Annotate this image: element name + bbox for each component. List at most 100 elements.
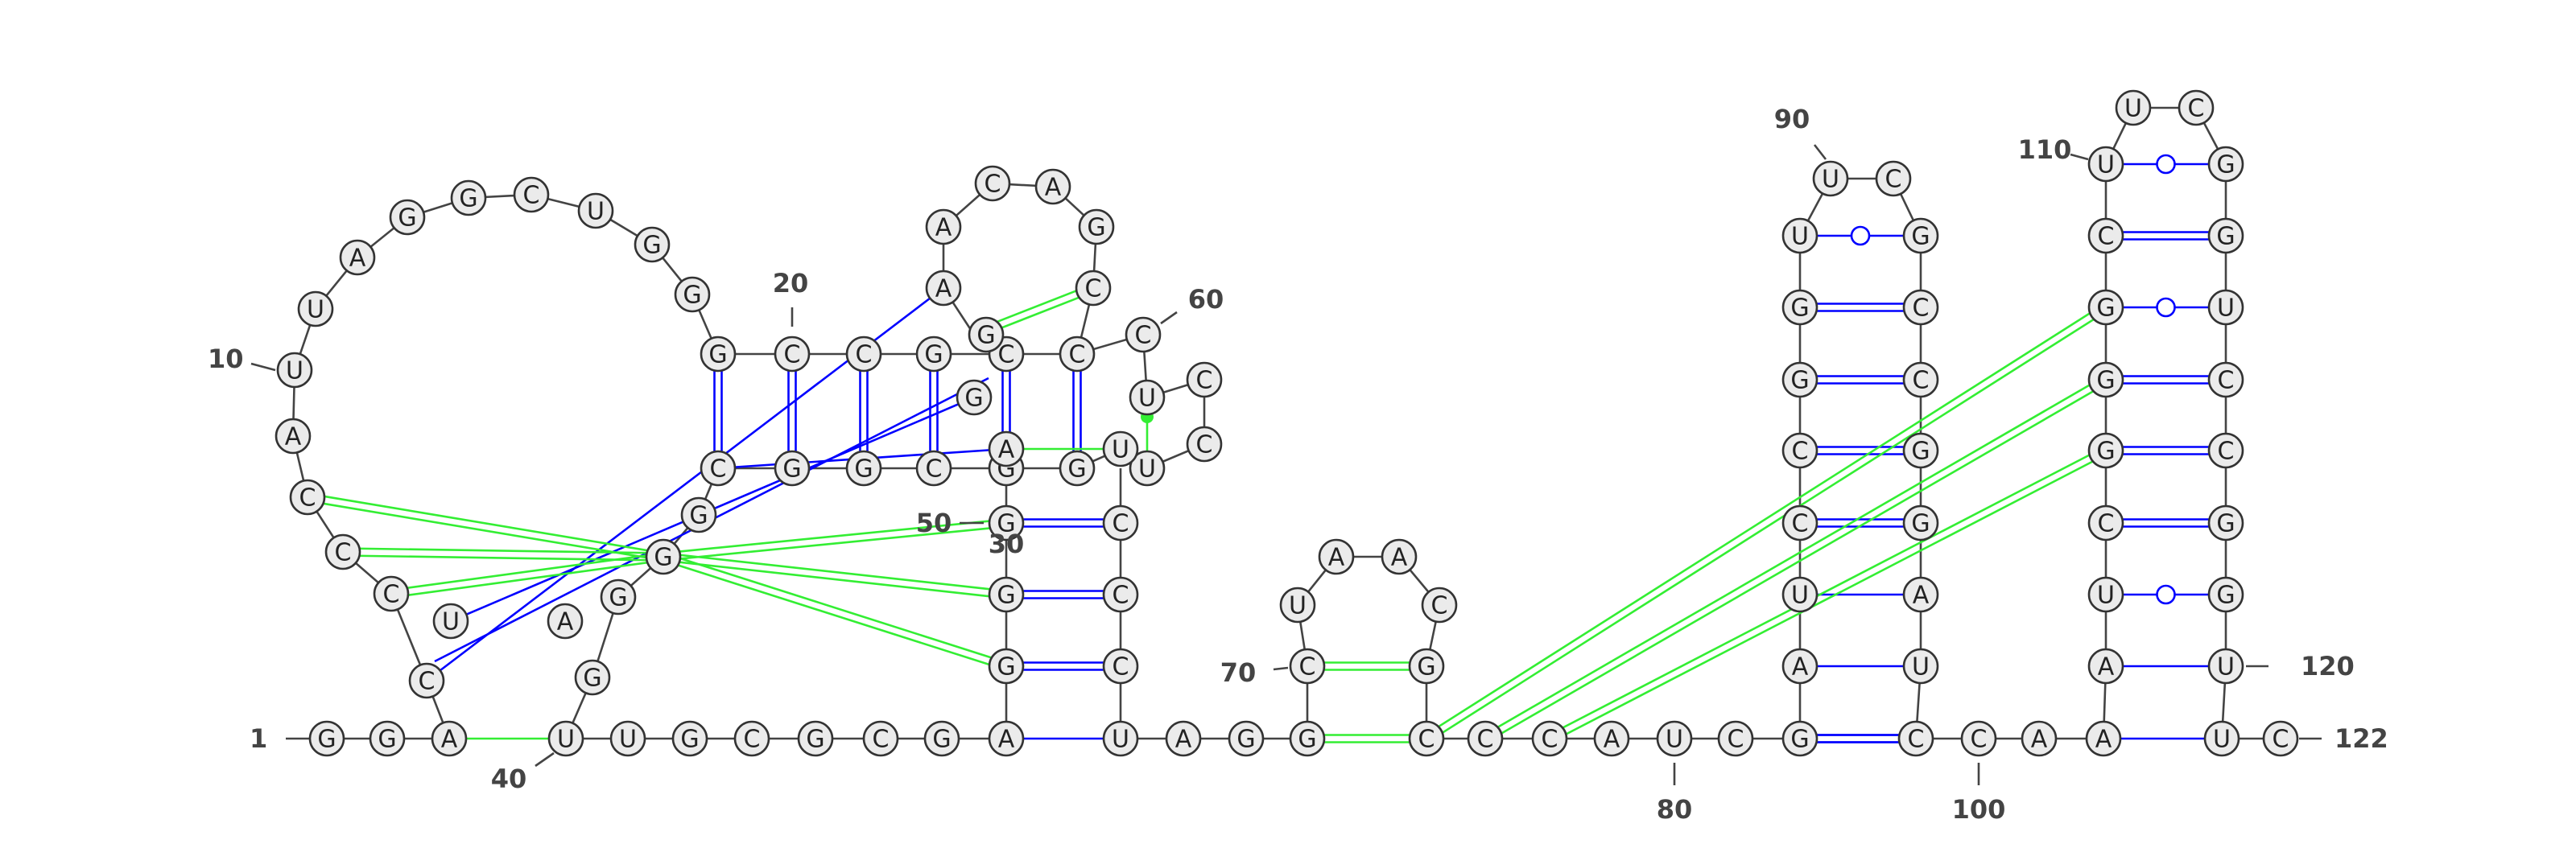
svg-text:G: G bbox=[609, 584, 627, 612]
nucleotide: C bbox=[700, 450, 737, 487]
wobble-pair-marker bbox=[2156, 584, 2176, 605]
nucleotide: G bbox=[1781, 720, 1818, 757]
nucleotide: G bbox=[450, 179, 487, 216]
numbering-tick bbox=[1160, 311, 1178, 325]
svg-text:C: C bbox=[1477, 726, 1494, 754]
svg-text:G: G bbox=[378, 726, 396, 754]
svg-text:A: A bbox=[998, 726, 1015, 754]
svg-text:U: U bbox=[1791, 223, 1809, 251]
svg-text:G: G bbox=[1790, 294, 1809, 323]
nucleotide: U bbox=[276, 352, 313, 389]
nucleotide: C bbox=[974, 165, 1011, 202]
svg-text:C: C bbox=[2218, 438, 2235, 466]
nucleotide: C bbox=[1186, 361, 1223, 398]
nucleotide: A bbox=[431, 720, 468, 757]
backbone-segment bbox=[942, 182, 1098, 356]
nucleotide: U bbox=[1902, 648, 1939, 685]
svg-text:U: U bbox=[2097, 582, 2115, 610]
svg-text:C: C bbox=[2188, 95, 2205, 123]
nucleotide: U bbox=[1129, 450, 1166, 487]
position-label-120: 120 bbox=[2301, 651, 2355, 681]
nucleotide: C bbox=[774, 336, 811, 373]
pseudoknot-base-pair bbox=[390, 552, 663, 591]
svg-text:G: G bbox=[976, 322, 995, 350]
pseudoknot-base-pair bbox=[1423, 303, 2105, 737]
svg-text:C: C bbox=[744, 726, 761, 754]
nucleotide: U bbox=[2115, 89, 2152, 126]
position-label-30: 30 bbox=[989, 529, 1025, 559]
svg-text:U: U bbox=[587, 198, 605, 226]
svg-text:C: C bbox=[1913, 367, 1930, 395]
nucleotide: C bbox=[2207, 432, 2244, 469]
nucleotide: C bbox=[733, 720, 770, 757]
svg-text:G: G bbox=[2216, 582, 2235, 610]
nucleotide: U bbox=[2087, 146, 2124, 183]
svg-text:G: G bbox=[932, 726, 951, 754]
svg-text:C: C bbox=[1085, 275, 1102, 303]
nucleotide: G bbox=[1902, 217, 1939, 254]
nucleotide: C bbox=[1059, 336, 1096, 373]
svg-text:A: A bbox=[557, 608, 574, 636]
svg-text:U: U bbox=[1138, 385, 1156, 413]
nucleotide: G bbox=[308, 720, 345, 757]
position-label-80: 80 bbox=[1657, 794, 1693, 825]
svg-text:C: C bbox=[710, 455, 727, 484]
nucleotide: C bbox=[1102, 648, 1139, 685]
nucleotide: G bbox=[1289, 720, 1326, 757]
svg-text:A: A bbox=[441, 726, 458, 754]
svg-text:U: U bbox=[2124, 95, 2142, 123]
nucleotide: G bbox=[645, 538, 682, 575]
svg-text:U: U bbox=[1791, 582, 1809, 610]
wobble-pair-marker bbox=[1850, 225, 1871, 246]
nucleotide: A bbox=[925, 270, 962, 307]
nucleotide: A bbox=[988, 430, 1025, 467]
svg-text:U: U bbox=[557, 726, 575, 754]
pseudoknot-base-pair bbox=[1547, 446, 2105, 737]
nucleotide: C bbox=[915, 450, 952, 487]
nucleotide: C bbox=[373, 575, 410, 612]
svg-text:U: U bbox=[1112, 436, 1129, 464]
nucleotide: U bbox=[1279, 587, 1316, 624]
svg-text:C: C bbox=[1542, 726, 1558, 754]
nucleotide: C bbox=[1186, 426, 1223, 463]
pseudoknot-base-pair bbox=[1550, 452, 2108, 743]
nucleotide: G bbox=[369, 720, 406, 757]
svg-text:C: C bbox=[1908, 726, 1925, 754]
nucleotide: C bbox=[1289, 648, 1326, 685]
svg-text:C: C bbox=[985, 171, 1001, 199]
nucleotide: A bbox=[339, 239, 376, 276]
svg-text:G: G bbox=[2096, 367, 2115, 395]
pseudoknot-base-pair bbox=[663, 552, 1007, 592]
pseudoknot-base-pair bbox=[663, 518, 1006, 554]
nucleotide: G bbox=[1059, 450, 1096, 487]
nucleotide: C bbox=[2087, 217, 2124, 254]
nucleotide: U bbox=[1781, 576, 1818, 613]
svg-text:G: G bbox=[2216, 151, 2235, 179]
svg-text:G: G bbox=[806, 726, 824, 754]
position-label-40: 40 bbox=[491, 764, 527, 794]
wobble-pair-marker bbox=[2156, 297, 2176, 318]
svg-text:G: G bbox=[782, 455, 801, 484]
nucleotide: C bbox=[289, 479, 326, 516]
nucleotide: A bbox=[275, 418, 312, 455]
nucleotide: G bbox=[700, 336, 737, 373]
svg-text:G: G bbox=[1087, 214, 1105, 242]
backbone-segment bbox=[1119, 106, 2281, 740]
svg-text:C: C bbox=[998, 341, 1015, 369]
nucleotide: G bbox=[680, 496, 717, 533]
svg-text:G: G bbox=[2216, 510, 2235, 538]
nucleotide: G bbox=[1902, 504, 1939, 541]
nucleotide: G bbox=[845, 450, 882, 487]
nucleotide: G bbox=[2087, 432, 2124, 469]
nucleotide: A bbox=[1381, 538, 1418, 575]
nucleotide: C bbox=[1781, 432, 1818, 469]
nucleotide: C bbox=[324, 533, 361, 570]
svg-text:A: A bbox=[998, 436, 1015, 464]
nucleotide: U bbox=[2207, 648, 2244, 685]
nucleotide: U bbox=[2203, 720, 2240, 757]
position-label-10: 10 bbox=[208, 344, 244, 374]
nucleotide: G bbox=[988, 576, 1025, 613]
nucleotide: G bbox=[2207, 504, 2244, 541]
nucleotide: C bbox=[1125, 316, 1162, 353]
